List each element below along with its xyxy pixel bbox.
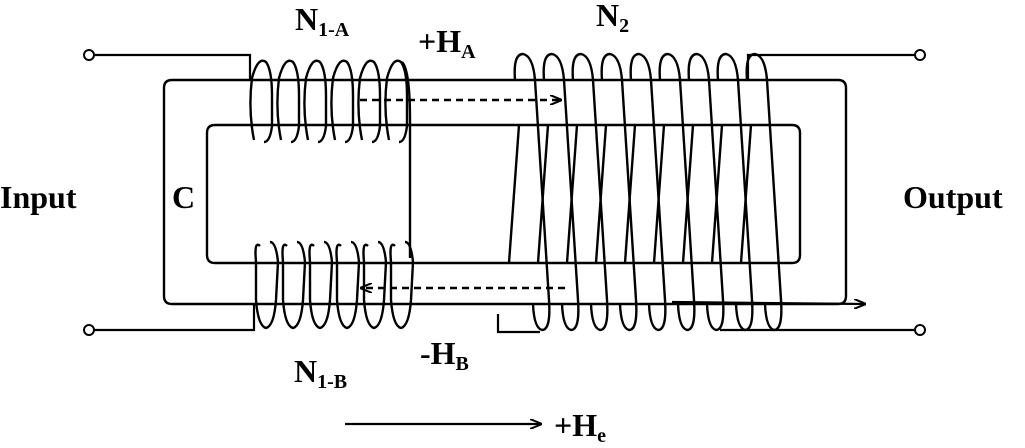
coil-n2-turn (687, 52, 725, 332)
coil-n2-inner-segment (623, 124, 637, 264)
field-hb-label: -HB (420, 335, 469, 375)
field-ha-label: +HA (418, 23, 476, 63)
input-bottom-lead (83, 304, 256, 336)
coil-n1-b-turn (362, 240, 388, 330)
coil-n2-inner-segment (565, 124, 579, 264)
core-label: C (172, 179, 195, 215)
output-bottom-lead (496, 314, 926, 336)
coil-n1-a (249, 59, 409, 144)
coil-n2-inner-segment (507, 124, 521, 264)
coil-n2-turn (600, 52, 638, 332)
coil-n1-a-turn (357, 59, 382, 144)
n1-interconnect (401, 61, 412, 258)
coil-n2-turn (629, 52, 667, 332)
coil-n1-a-turn (330, 59, 355, 144)
coil-n2-turn (716, 52, 754, 332)
coil-n2 (507, 52, 783, 332)
magnetic-core (162, 78, 848, 306)
input-label: Input (0, 179, 77, 215)
coil-n1-b-turn (281, 240, 307, 330)
coil-n2-turn (513, 52, 551, 332)
coil-n2-turn (571, 52, 609, 332)
coil-n2-inner-segment (739, 124, 753, 264)
coil-n2-inner-segment (681, 124, 695, 264)
coil-n2-turn (542, 52, 580, 332)
coil-n2-inner-segment (536, 124, 550, 264)
coil-n1b-label: N1-B (294, 353, 347, 393)
coil-n2-turn (745, 52, 783, 332)
coil-n1-a-turn (303, 59, 328, 144)
coil-n2-inner-segment (652, 124, 666, 264)
field-he-label: +He (554, 407, 606, 447)
output-label: Output (903, 179, 1003, 215)
coil-n1a-label: N1-A (295, 1, 350, 41)
coil-n1-b-turn (335, 240, 361, 330)
coil-n2-label: N2 (596, 0, 629, 37)
coil-n2-inner-segment (710, 124, 724, 264)
coil-n1-a-turn (384, 59, 409, 144)
arrow-output-flux (671, 302, 864, 304)
coil-n1-a-turn (276, 59, 301, 144)
coil-n1-b-turn (308, 240, 334, 330)
output-top-lead (746, 49, 926, 80)
coil-n1-b-turn (389, 240, 415, 330)
coil-n2-inner-segment (594, 124, 608, 264)
input-top-lead (83, 49, 252, 80)
coil-n1-b (254, 240, 415, 330)
coil-n2-turn (658, 52, 696, 332)
coil-n1-b-turn (254, 240, 280, 330)
coil-n1-a-turn (249, 59, 274, 144)
